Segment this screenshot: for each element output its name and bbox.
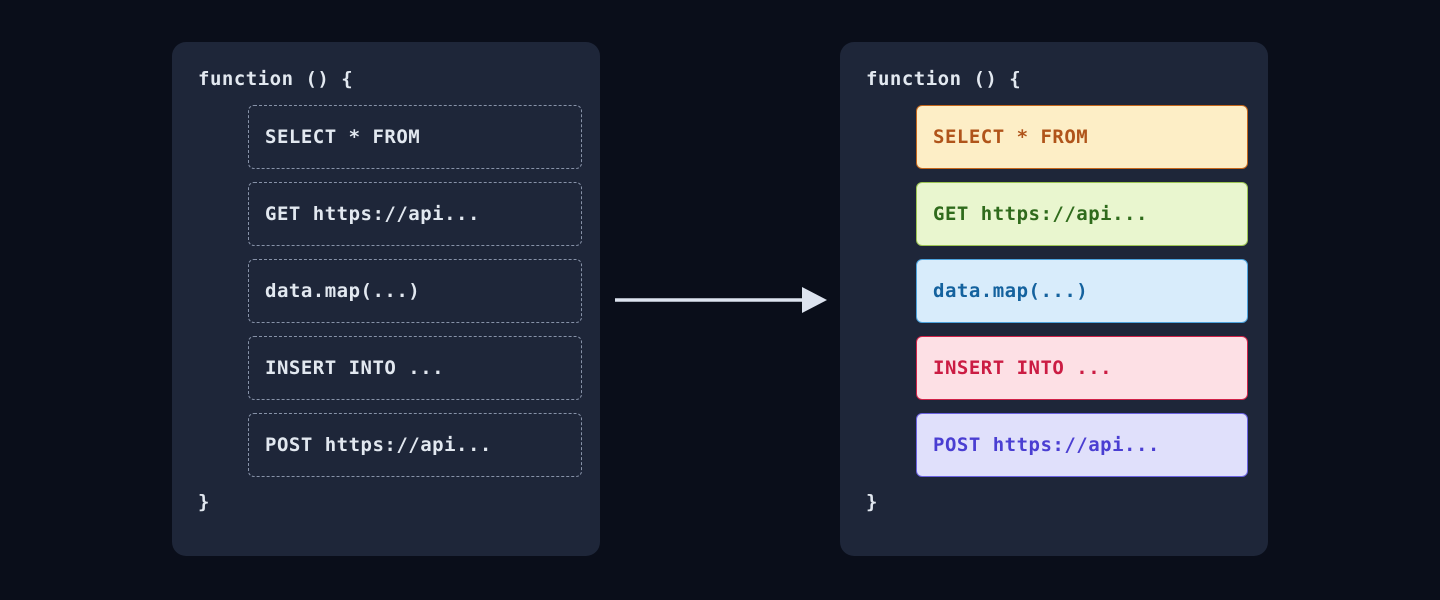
before-function-close: }: [198, 491, 210, 513]
after-panel: function () { SELECT * FROM GET https://…: [840, 42, 1268, 556]
after-statement-http-get-text: GET https://api...: [933, 203, 1148, 225]
before-statement-3-text: INSERT INTO ...: [265, 357, 445, 379]
before-statement-4: POST https://api...: [248, 413, 582, 477]
before-statement-1-text: GET https://api...: [265, 203, 480, 225]
after-statement-array-map-text: data.map(...): [933, 280, 1089, 302]
before-statement-0-text: SELECT * FROM: [265, 126, 421, 148]
before-statement-3: INSERT INTO ...: [248, 336, 582, 400]
after-function-close: }: [866, 491, 878, 513]
after-statement-http-post: POST https://api...: [916, 413, 1248, 477]
before-function-open: function () {: [198, 68, 354, 90]
before-statement-2: data.map(...): [248, 259, 582, 323]
before-statement-1: GET https://api...: [248, 182, 582, 246]
transform-arrow: [612, 282, 832, 318]
after-statement-list: SELECT * FROM GET https://api... data.ma…: [866, 105, 1248, 477]
after-statement-sql-select: SELECT * FROM: [916, 105, 1248, 169]
after-statement-sql-select-text: SELECT * FROM: [933, 126, 1089, 148]
after-statement-sql-insert-text: INSERT INTO ...: [933, 357, 1113, 379]
before-statement-4-text: POST https://api...: [265, 434, 492, 456]
before-statement-0: SELECT * FROM: [248, 105, 582, 169]
before-statement-list: SELECT * FROM GET https://api... data.ma…: [198, 105, 582, 477]
arrow-head: [802, 287, 827, 313]
after-statement-array-map: data.map(...): [916, 259, 1248, 323]
after-statement-http-post-text: POST https://api...: [933, 434, 1160, 456]
after-statement-http-get: GET https://api...: [916, 182, 1248, 246]
after-statement-sql-insert: INSERT INTO ...: [916, 336, 1248, 400]
before-statement-2-text: data.map(...): [265, 280, 421, 302]
after-function-open: function () {: [866, 68, 1022, 90]
before-panel: function () { SELECT * FROM GET https://…: [172, 42, 600, 556]
arrow-icon: [615, 287, 827, 313]
